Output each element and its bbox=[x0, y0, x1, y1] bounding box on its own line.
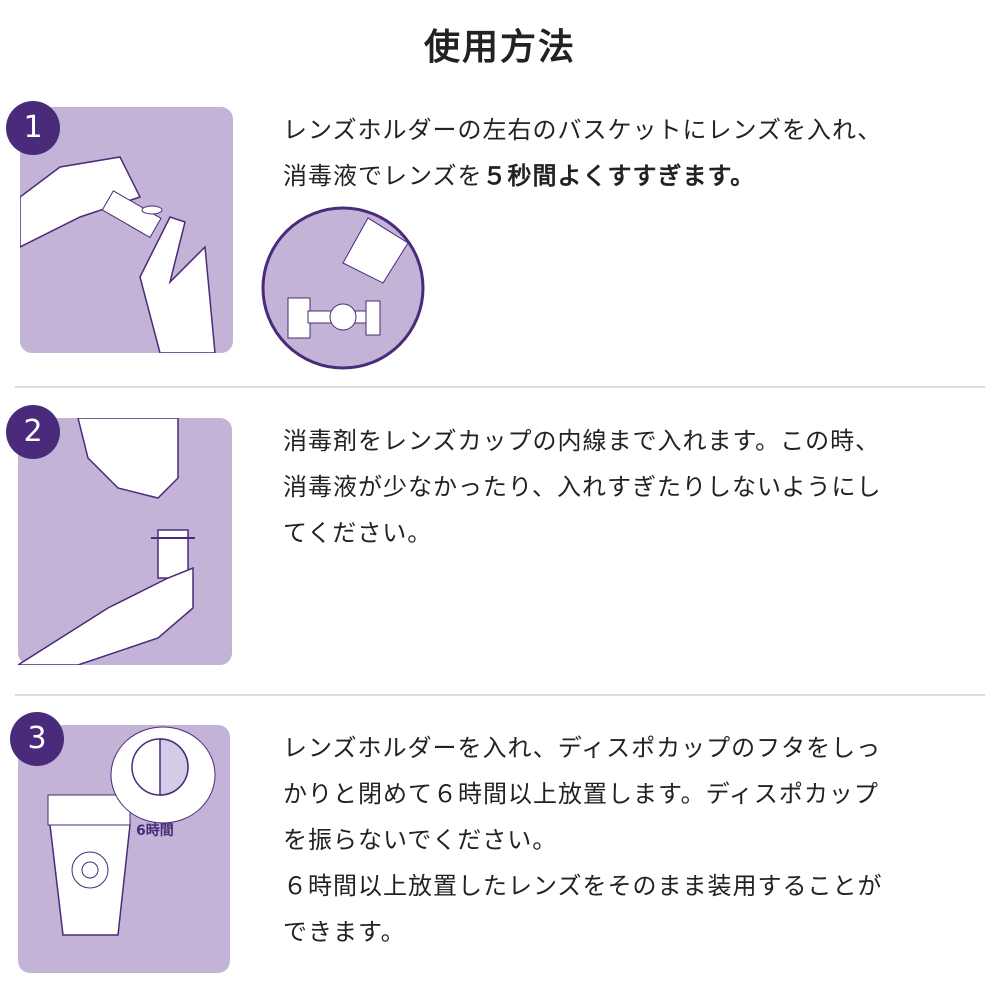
step-3-line: できます。 bbox=[283, 918, 406, 946]
step-3-illustration: 6時間 bbox=[18, 725, 230, 973]
step-1-line: 消毒液でレンズを５秒間よくすすぎます。 bbox=[283, 153, 983, 199]
step-3-line: を振らないでください。 bbox=[283, 826, 558, 854]
divider bbox=[15, 694, 985, 696]
step-1-badge: 1 bbox=[6, 101, 60, 155]
timer-label: 6時間 bbox=[136, 823, 174, 839]
step-2-line: 消毒液が少なかったり、入れすぎたりしないようにし bbox=[283, 473, 882, 501]
step-2-text: 消毒剤をレンズカップの内線まで入れます。この時、 消毒液が少なかったり、入れすぎ… bbox=[283, 418, 983, 556]
step-2-line: 消毒剤をレンズカップの内線まで入れます。この時、 bbox=[283, 427, 881, 455]
step-3-text: レンズホルダーを入れ、ディスポカップのフタをしっ かりと閉めて６時間以上放置しま… bbox=[283, 725, 983, 955]
step-1-text: レンズホルダーの左右のバスケットにレンズを入れ、 消毒液でレンズを５秒間よくすす… bbox=[283, 107, 983, 199]
step-1-line: レンズホルダーの左右のバスケットにレンズを入れ、 bbox=[283, 116, 883, 144]
step-1-illustration bbox=[20, 107, 233, 353]
step-3-badge: 3 bbox=[10, 712, 64, 766]
step-2-illustration bbox=[18, 418, 232, 665]
disinfection-cup-icon bbox=[47, 726, 216, 936]
step-2-line: てください。 bbox=[283, 519, 433, 547]
divider bbox=[15, 386, 985, 388]
pouring-solution-into-cup-icon bbox=[18, 418, 195, 665]
step-3-line: ６時間以上放置したレンズをそのまま装用することが bbox=[283, 872, 883, 900]
step-2-badge: 2 bbox=[6, 405, 60, 459]
rinse-lens-holder-circle-icon bbox=[261, 206, 425, 370]
step-1-text-normal: 消毒液でレンズを bbox=[283, 162, 483, 190]
page-title: 使用方法 bbox=[423, 27, 576, 68]
step-3-line: レンズホルダーを入れ、ディスポカップのフタをしっ bbox=[283, 734, 882, 762]
step-3-line: かりと閉めて６時間以上放置します。ディスポカップ bbox=[283, 780, 879, 808]
hands-holding-lens-holder-icon bbox=[20, 156, 216, 353]
step-1-text-bold: ５秒間よくすすぎます。 bbox=[482, 162, 756, 190]
